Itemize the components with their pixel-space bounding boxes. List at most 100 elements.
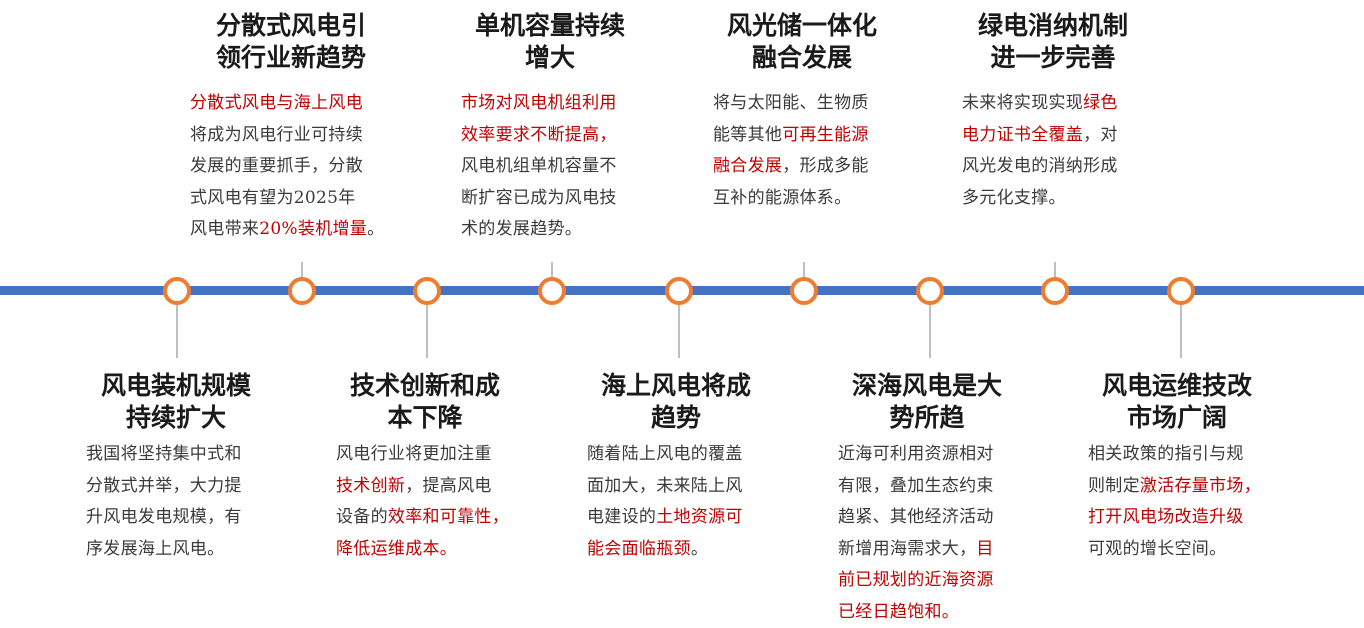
body-text: 互补的能源体系。 bbox=[713, 188, 851, 208]
timeline-node-3 bbox=[413, 277, 441, 305]
card-body-line: 新增用海需求大，目 bbox=[838, 534, 1068, 566]
body-text: 序发展海上风电。 bbox=[86, 539, 224, 559]
card-body: 将与太阳能、生物质能等其他可再生能源融合发展，形成多能互补的能源体系。 bbox=[713, 88, 943, 214]
card-body-line: 互补的能源体系。 bbox=[713, 183, 943, 215]
connector-7 bbox=[929, 304, 931, 358]
body-text: 能等其他 bbox=[713, 125, 782, 145]
card-body-line: 趋紧、其他经济活动 bbox=[838, 502, 1068, 534]
body-text: 断扩容已成为风电技 bbox=[461, 188, 617, 208]
highlight-text: 20%装机增量 bbox=[259, 219, 367, 239]
card-body: 风电行业将更加注重技术创新，提高风电设备的效率和可靠性，降低运维成本。 bbox=[336, 439, 566, 565]
card-body: 近海可利用资源相对有限，叠加生态约束趋紧、其他经济活动新增用海需求大，目前已规划… bbox=[838, 439, 1068, 628]
card-body-line: 电力证书全覆盖，对 bbox=[962, 120, 1192, 152]
card-title-line: 势所趋 bbox=[812, 402, 1042, 434]
card-body-line: 有限，叠加生态约束 bbox=[838, 471, 1068, 503]
card-body-line: 打开风电场改造升级 bbox=[1088, 502, 1318, 534]
highlight-text: 可再生能源 bbox=[782, 125, 869, 145]
card-title-line: 海上风电将成 bbox=[561, 370, 791, 402]
card-body-line: 分散式风电与海上风电 bbox=[190, 88, 420, 120]
timeline-node-7 bbox=[916, 277, 944, 305]
card-title-line: 风电装机规模 bbox=[61, 370, 291, 402]
timeline-node-8 bbox=[1041, 277, 1069, 305]
timeline-node-1 bbox=[163, 277, 191, 305]
body-text: 将与太阳能、生物质 bbox=[713, 93, 869, 113]
body-text: 将成为风电行业可持续 bbox=[190, 125, 363, 145]
body-text: 新增用海需求大， bbox=[838, 539, 976, 559]
card-title-line: 趋势 bbox=[561, 402, 791, 434]
card-title-line: 风光储一体化 bbox=[687, 10, 917, 42]
card-body-line: 风电行业将更加注重 bbox=[336, 439, 566, 471]
card-body-line: 市场对风电机组利用 bbox=[461, 88, 691, 120]
card-body-line: 风电带来20%装机增量。 bbox=[190, 214, 420, 246]
timeline-node-6 bbox=[790, 277, 818, 305]
body-text: 相关政策的指引与规 bbox=[1088, 444, 1244, 464]
card-body-line: 前已规划的近海资源 bbox=[838, 565, 1068, 597]
timeline-node-9 bbox=[1167, 277, 1195, 305]
connector-5 bbox=[678, 304, 680, 358]
card-body-line: 随着陆上风电的覆盖 bbox=[587, 439, 817, 471]
body-text: 则制定 bbox=[1088, 476, 1140, 496]
body-text: 。 bbox=[691, 539, 708, 559]
card-body-line: 效率要求不断提高， bbox=[461, 120, 691, 152]
card-body-line: 术的发展趋势。 bbox=[461, 214, 691, 246]
body-text: 有限，叠加生态约束 bbox=[838, 476, 994, 496]
highlight-text: 绿色 bbox=[1083, 93, 1118, 113]
body-text: 随着陆上风电的覆盖 bbox=[587, 444, 743, 464]
body-text: ，提高风电 bbox=[405, 476, 492, 496]
connector-6 bbox=[803, 262, 805, 278]
card-body-line: 已经日趋饱和。 bbox=[838, 597, 1068, 628]
body-text: 面加大，未来陆上风 bbox=[587, 476, 743, 496]
card-body: 相关政策的指引与规则制定激活存量市场，打开风电场改造升级可观的增长空间。 bbox=[1088, 439, 1318, 565]
connector-2 bbox=[301, 262, 303, 278]
body-text: 可观的增长空间。 bbox=[1088, 539, 1226, 559]
card-body: 分散式风电与海上风电将成为风电行业可持续发展的重要抓手，分散式风电有望为2025… bbox=[190, 88, 420, 246]
body-text: 风电机组单机容量不 bbox=[461, 156, 617, 176]
highlight-text: 市场对风电机组利用 bbox=[461, 93, 617, 113]
card-body-line: 近海可利用资源相对 bbox=[838, 439, 1068, 471]
card-title-line: 风电运维技改 bbox=[1062, 370, 1292, 402]
card-title-line: 技术创新和成 bbox=[310, 370, 540, 402]
highlight-text: 激活存量市场， bbox=[1140, 476, 1261, 496]
card-body-line: 则制定激活存量市场， bbox=[1088, 471, 1318, 503]
timeline-node-4 bbox=[538, 277, 566, 305]
highlight-text: 电力证书全覆盖 bbox=[962, 125, 1083, 145]
timeline-node-5 bbox=[665, 277, 693, 305]
card-body-line: 能等其他可再生能源 bbox=[713, 120, 943, 152]
card-body-line: 多元化支撑。 bbox=[962, 183, 1192, 215]
card-body-line: 我国将坚持集中式和 bbox=[86, 439, 316, 471]
card-body-line: 融合发展，形成多能 bbox=[713, 151, 943, 183]
body-text: 趋紧、其他经济活动 bbox=[838, 507, 994, 527]
highlight-text: 能会面临瓶颈 bbox=[587, 539, 691, 559]
timeline-node-2 bbox=[288, 277, 316, 305]
highlight-text: 前已规划的近海资源 bbox=[838, 570, 994, 590]
body-text: 风光发电的消纳形成 bbox=[962, 156, 1118, 176]
card-title-line: 分散式风电引 bbox=[176, 10, 406, 42]
connector-9 bbox=[1180, 304, 1182, 358]
card-body-line: 面加大，未来陆上风 bbox=[587, 471, 817, 503]
card-body-line: 式风电有望为2025年 bbox=[190, 183, 420, 215]
highlight-text: 打开风电场改造升级 bbox=[1088, 507, 1244, 527]
card-body-line: 降低运维成本。 bbox=[336, 534, 566, 566]
card-title-line: 增大 bbox=[435, 42, 665, 74]
body-text: 我国将坚持集中式和 bbox=[86, 444, 242, 464]
highlight-text: 土地资源可 bbox=[656, 507, 743, 527]
highlight-text: 分散式风电与海上风电 bbox=[190, 93, 363, 113]
card-body-line: 可观的增长空间。 bbox=[1088, 534, 1318, 566]
card-title-line: 绿电消纳机制 bbox=[938, 10, 1168, 42]
card-body: 市场对风电机组利用效率要求不断提高， 风电机组单机容量不断扩容已成为风电技术的发展… bbox=[461, 88, 691, 246]
highlight-text: 降低运维成本。 bbox=[336, 539, 457, 559]
card-body-line: 风光发电的消纳形成 bbox=[962, 151, 1192, 183]
body-text: 升风电发电规模，有 bbox=[86, 507, 242, 527]
card-body-line: 将成为风电行业可持续 bbox=[190, 120, 420, 152]
card-body-line: 断扩容已成为风电技 bbox=[461, 183, 691, 215]
card-body-line: 发展的重要抓手，分散 bbox=[190, 151, 420, 183]
body-text: 风电带来 bbox=[190, 219, 259, 239]
card-body: 我国将坚持集中式和分散式并举，大力提升风电发电规模，有序发展海上风电。 bbox=[86, 439, 316, 565]
body-text: ，对 bbox=[1083, 125, 1118, 145]
card-title-line: 进一步完善 bbox=[938, 42, 1168, 74]
card-body-line: 电建设的土地资源可 bbox=[587, 502, 817, 534]
card-body-line: 未来将实现实现绿色 bbox=[962, 88, 1192, 120]
card-body-line: 技术创新，提高风电 bbox=[336, 471, 566, 503]
highlight-text: 效率要求不断提高， bbox=[461, 125, 617, 145]
body-text: 设备的 bbox=[336, 507, 388, 527]
